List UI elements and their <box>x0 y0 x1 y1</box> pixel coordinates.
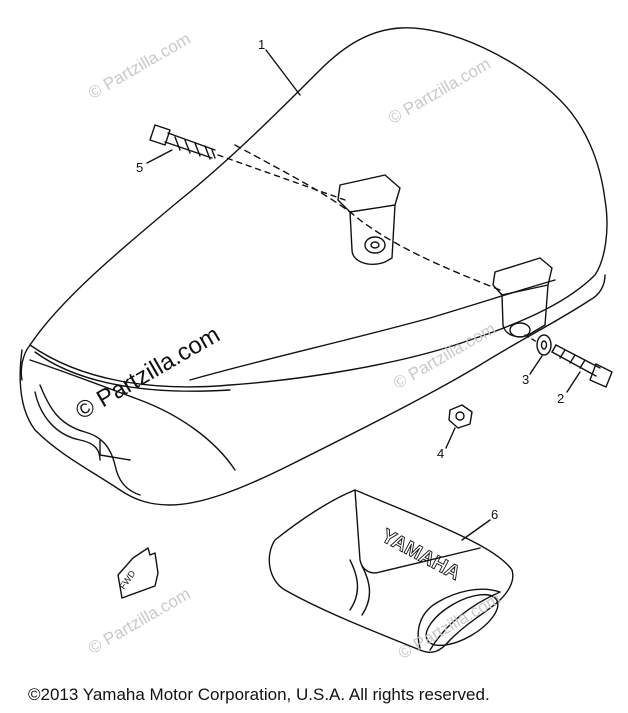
leader-6 <box>461 519 491 541</box>
copyright-notice: ©2013 Yamaha Motor Corporation, U.S.A. A… <box>28 685 490 704</box>
bolt-5-dash <box>217 154 346 201</box>
seat-centre-dash <box>234 144 501 291</box>
seat-bracket-right <box>492 257 553 338</box>
callout-6: 6 <box>491 507 499 522</box>
leader-5 <box>146 149 173 164</box>
seat-skirt <box>19 274 606 506</box>
leader-3 <box>529 355 543 375</box>
callout-4: 4 <box>437 446 445 461</box>
callout-5: 5 <box>136 160 144 175</box>
callout-1: 1 <box>258 37 266 52</box>
leader-2 <box>566 371 581 393</box>
leader-1 <box>265 49 301 96</box>
seat-edge-band <box>34 351 231 392</box>
seat-bottom-strip <box>99 439 131 461</box>
bolt-2 <box>551 344 613 388</box>
seat-trim <box>189 279 556 381</box>
seat-skirt-inner <box>29 359 236 471</box>
seat-nose <box>20 344 31 381</box>
seat-front-recess <box>34 391 101 461</box>
leader-4 <box>445 427 456 449</box>
seat-top <box>29 27 608 388</box>
nut-4 <box>448 404 473 429</box>
seat-front-curve <box>39 384 141 496</box>
callout-3: 3 <box>522 372 530 387</box>
seat-bracket-left <box>337 174 401 266</box>
washer-3 <box>536 334 552 356</box>
bolt-2-dash <box>524 334 538 343</box>
fwd-arrow-icon <box>117 547 159 599</box>
bolt-5 <box>149 124 216 160</box>
tool-bag-6 <box>268 489 514 653</box>
callout-2: 2 <box>557 391 565 406</box>
